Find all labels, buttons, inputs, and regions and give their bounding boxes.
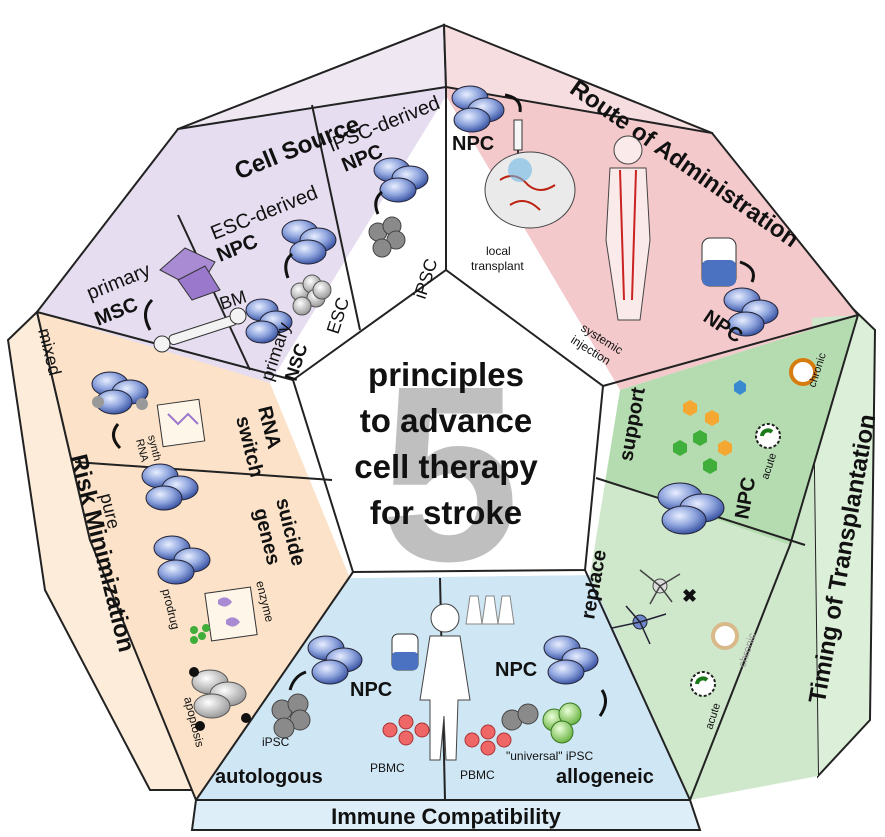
npc-cells-esc-icon — [281, 219, 337, 265]
risk-arrow-rna — [112, 423, 122, 450]
enzyme-box-icon — [204, 586, 258, 642]
neuron-icon: ✖ — [611, 569, 697, 645]
npc-cells-auto-icon — [307, 635, 363, 685]
pbmc-auto-icon — [382, 714, 430, 746]
body-icon — [605, 135, 651, 321]
npc-cells-ipsc-icon — [373, 157, 429, 203]
esc-cluster-icon — [290, 274, 332, 316]
pure-cells-icon — [141, 463, 199, 511]
acute-clock-bottom-icon — [690, 671, 716, 697]
npc-cells-route-top-icon — [451, 85, 505, 133]
center-line-1: principles — [368, 356, 524, 393]
ipsc-cluster-icon — [368, 216, 406, 258]
route-arrow-bag — [739, 260, 755, 283]
msc-cells-icon — [159, 247, 221, 301]
apoptosis-cells-icon — [189, 667, 251, 731]
crowd-icon — [465, 595, 515, 625]
rna-box-icon — [156, 398, 206, 448]
label-ipsc-auto: iPSC — [262, 735, 290, 749]
ipsc-cluster-auto-icon — [271, 693, 311, 739]
support-dots-icon — [673, 380, 746, 474]
label-pbmc-auto: PBMC — [370, 761, 405, 775]
label-npc-allo: NPC — [495, 659, 537, 681]
iv-bag-icon — [701, 237, 737, 287]
npc-cells-allo-icon — [543, 635, 599, 685]
center-pentagon-core — [291, 268, 605, 574]
center-numeral: 5 — [380, 334, 519, 613]
label-npc-auto: NPC — [350, 679, 392, 701]
msc-arrow — [144, 298, 154, 331]
brain-icon — [484, 151, 576, 229]
ipsc-arrow — [374, 190, 384, 215]
prodrug-dots-icon — [190, 624, 210, 644]
label-local: local — [486, 244, 511, 258]
svg-text:✖: ✖ — [682, 586, 697, 606]
center-line-2: to advance — [360, 402, 532, 439]
bone-icon — [153, 307, 247, 353]
label-autologous: autologous — [215, 766, 323, 788]
route-arrow-top — [504, 93, 522, 113]
label-allogeneic: allogeneic — [556, 766, 654, 788]
mixed-cells-icon — [91, 371, 149, 415]
iv-bag-auto-icon — [391, 633, 419, 671]
chronic-clock-bottom-icon — [711, 622, 739, 650]
center-line-4: for stroke — [370, 494, 522, 531]
immune-arrow-auto — [288, 670, 307, 691]
label-pbmc-allo: PBMC — [460, 768, 495, 782]
immune-content: iPSC NPC PBMC autologous — [215, 595, 654, 788]
center-line-3: cell therapy — [354, 448, 538, 485]
acute-clock-icon — [755, 423, 781, 449]
label-universal-ipsc: "universal" iPSC — [506, 749, 594, 763]
pbmc-allo-icon — [464, 724, 512, 756]
immune-arrow-allo — [598, 689, 607, 717]
label-rna-small: RNA — [133, 438, 150, 464]
esc-arrow — [284, 252, 294, 279]
cell-source-section-b — [37, 87, 446, 383]
universal-ipsc-icon — [501, 702, 582, 744]
nsc-cells-icon — [245, 298, 293, 344]
label-transplant: transplant — [471, 259, 524, 273]
npc-cells-timing-icon — [657, 482, 725, 535]
person-icon — [419, 603, 471, 761]
chronic-clock-icon — [789, 358, 817, 386]
npc-cells-route-bottom-icon — [723, 287, 779, 337]
immune-title: Immune Compatibility — [331, 804, 562, 829]
label-npc-route-top: NPC — [452, 133, 494, 155]
suicide-cells-icon — [153, 535, 211, 585]
